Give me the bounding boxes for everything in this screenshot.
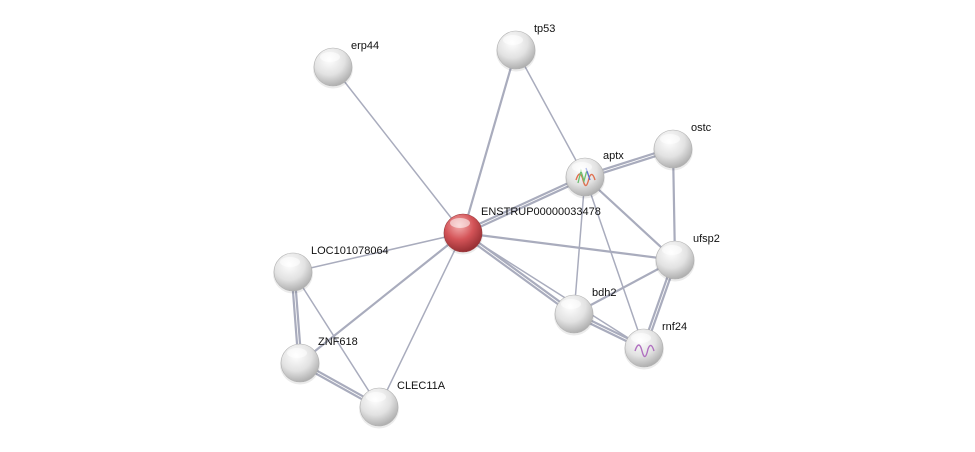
- node-center[interactable]: ENSTRUP00000033478: [443, 206, 601, 255]
- edges: [290, 48, 678, 410]
- edge-center-aptx[interactable]: [462, 177, 587, 236]
- edge-aptx-rnf24[interactable]: [584, 176, 645, 349]
- node-aptx[interactable]: aptx: [565, 150, 624, 199]
- nodes: ENSTRUP00000033478 erp44 tp53 aptx ostc ufsp2…: [273, 23, 720, 429]
- edge-loc-clec11a[interactable]: [292, 271, 380, 408]
- node-label: tp53: [534, 23, 555, 35]
- edge-center-znf618[interactable]: [298, 231, 465, 365]
- node-label: LOC101078064: [311, 245, 389, 257]
- node-clec11a[interactable]: CLEC11A: [359, 380, 446, 429]
- node-tp53[interactable]: tp53: [496, 23, 555, 72]
- edge-aptx-ufsp2[interactable]: [583, 175, 677, 262]
- node-label: rnf24: [662, 321, 687, 333]
- node-label: ufsp2: [693, 233, 720, 245]
- node-ostc[interactable]: ostc: [653, 122, 712, 171]
- node-label: bdh2: [592, 287, 616, 299]
- node-erp44[interactable]: erp44: [313, 40, 379, 89]
- edge-center-rnf24[interactable]: [462, 232, 645, 349]
- node-label: CLEC11A: [397, 380, 446, 392]
- node-loc[interactable]: LOC101078064: [273, 245, 389, 294]
- node-label: erp44: [351, 40, 379, 52]
- edge-center-ufsp2[interactable]: [461, 231, 677, 262]
- edge-tp53-aptx[interactable]: [515, 49, 586, 178]
- node-label: ZNF618: [318, 336, 358, 348]
- edge-center-tp53[interactable]: [461, 48, 518, 235]
- edge-center-loc[interactable]: [292, 232, 464, 273]
- node-label: ostc: [691, 122, 712, 134]
- node-ufsp2[interactable]: ufsp2: [655, 233, 720, 282]
- node-label: aptx: [603, 150, 624, 162]
- edge-center-clec11a[interactable]: [378, 232, 464, 408]
- node-label: ENSTRUP00000033478: [481, 206, 601, 218]
- node-rnf24[interactable]: rnf24: [624, 321, 687, 370]
- edge-center-erp44[interactable]: [332, 66, 464, 234]
- edge-center-aptx[interactable]: [461, 174, 586, 233]
- edge-aptx-bdh2[interactable]: [573, 176, 586, 315]
- node-bdh2[interactable]: bdh2: [554, 287, 616, 336]
- protein-structure-icon: [634, 344, 655, 358]
- node-znf618[interactable]: ZNF618: [280, 336, 358, 385]
- edge-center-bdh2[interactable]: [461, 233, 575, 317]
